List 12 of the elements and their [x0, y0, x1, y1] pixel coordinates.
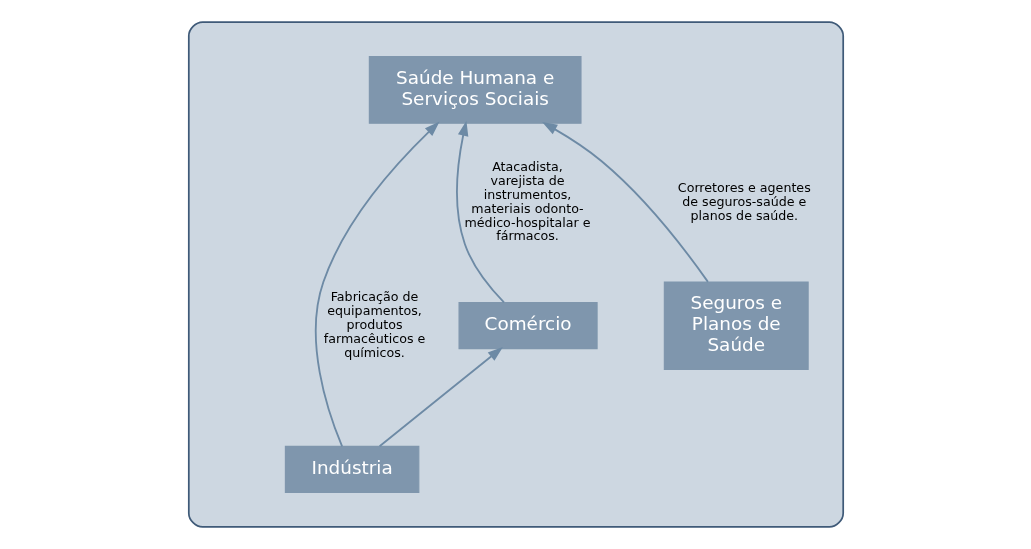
node-box: Seguros e Planos de Saúde — [663, 281, 809, 370]
node-box: Saúde Humana e Serviços Sociais — [368, 56, 582, 124]
node-box: Comércio — [458, 302, 598, 350]
cluster — [187, 21, 844, 528]
arrow — [541, 122, 709, 283]
node-box: Indústria — [284, 445, 419, 493]
edge-label: Fabricação de equipamentos, produtos farmacêuticos e químicos. — [323, 289, 425, 360]
edge-label: Corretores e agentes de seguros-saúde e planos de saúde. — [677, 180, 811, 223]
arrow — [455, 120, 505, 304]
edge-label: Atacadista, varejista de instrumentos, materiais odonto-médico-hospitalar e fármacos. — [464, 159, 590, 244]
arrow — [314, 121, 440, 448]
arrow — [378, 347, 503, 448]
